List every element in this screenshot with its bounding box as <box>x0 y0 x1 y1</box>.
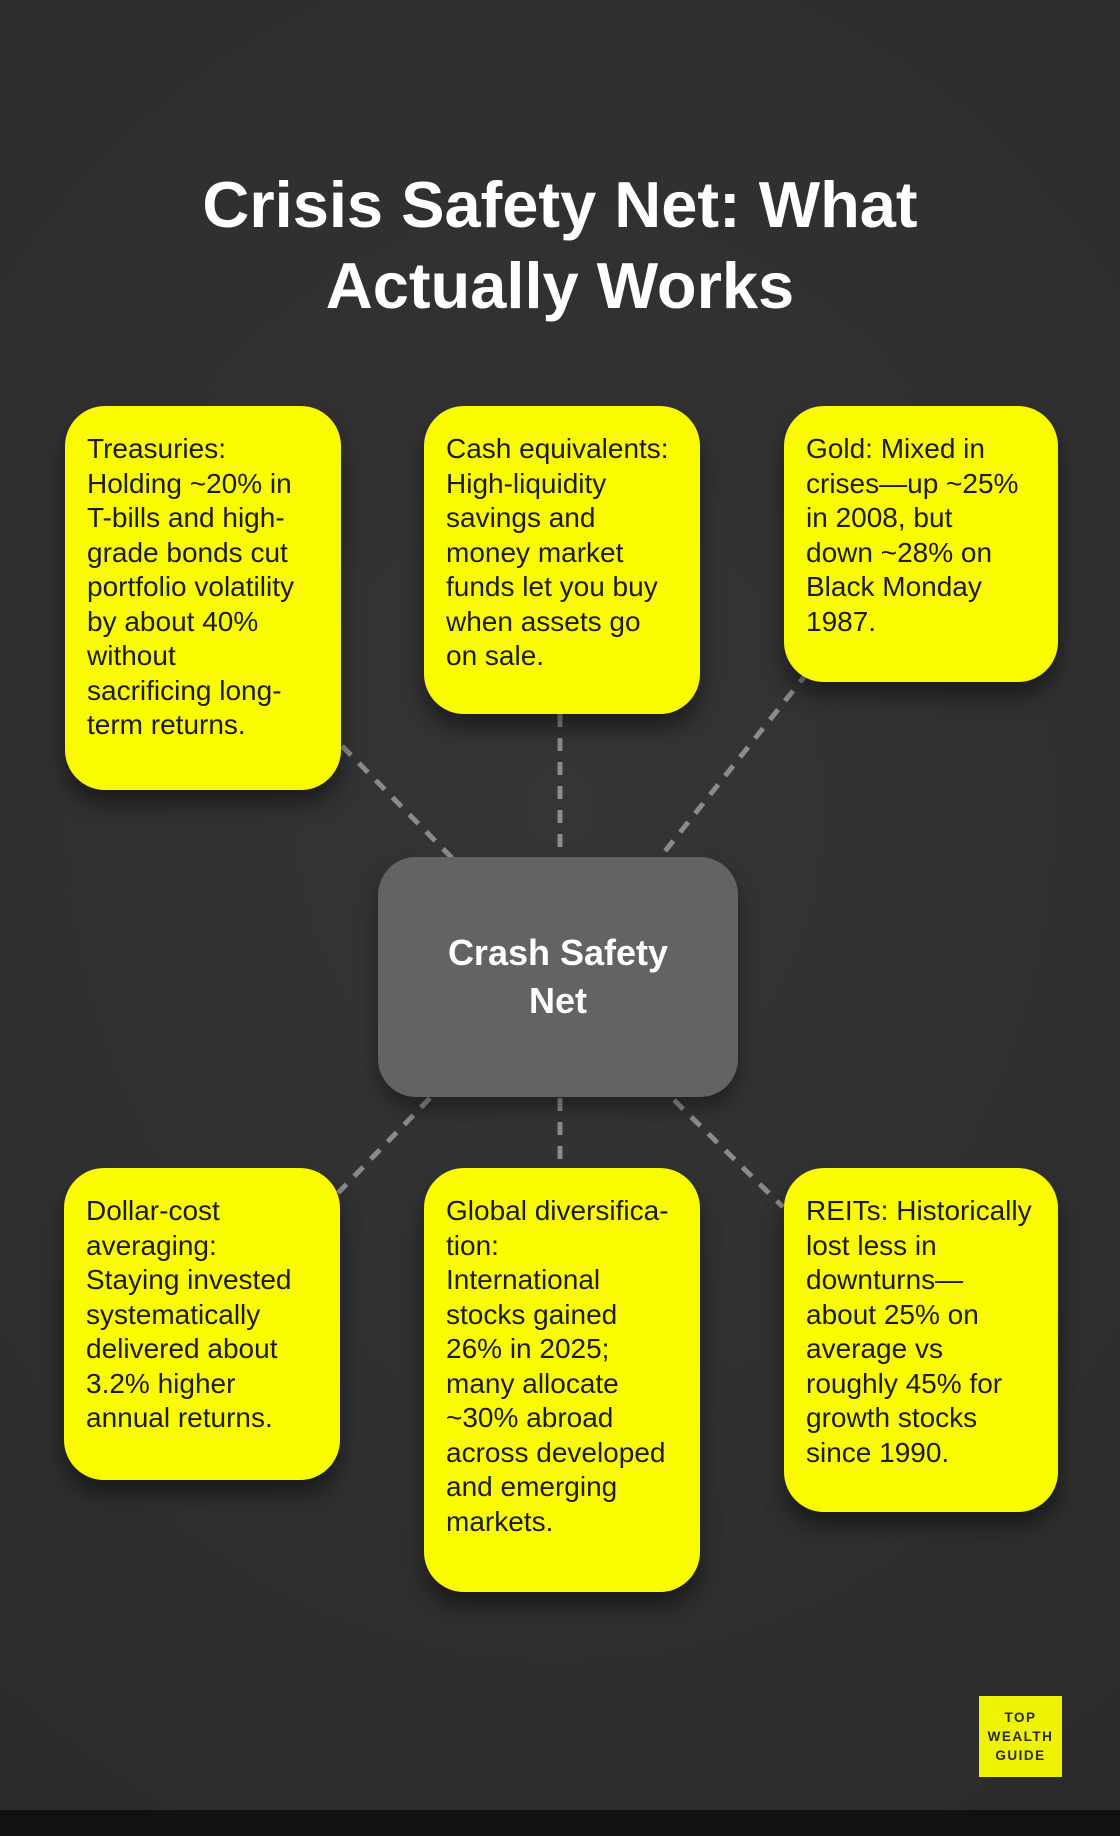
logo-line-top: TOP <box>1004 1710 1037 1725</box>
logo-line-wealth: WEALTH <box>987 1729 1054 1744</box>
connector-dollar-cost-averaging <box>336 1096 432 1195</box>
center-node-crash-safety-net: Crash Safety Net <box>378 857 738 1097</box>
card-treasuries: Treasuries: Holding ~20% in T-bills and … <box>65 406 341 790</box>
bottom-strip <box>0 1810 1120 1836</box>
card-cash-equivalents: Cash equivalents: High-liquidity savings… <box>424 406 700 714</box>
logo-line-guide: GUIDE <box>995 1748 1046 1763</box>
card-global-diversification: Global diversifica- tion: International … <box>424 1168 700 1592</box>
page-title: Crisis Safety Net: What Actually Works <box>202 167 918 322</box>
card-gold: Gold: Mixed in crises—up ~25% in 2008, b… <box>784 406 1058 682</box>
card-dollar-cost-averaging: Dollar-cost averaging: Staying invested … <box>64 1168 340 1480</box>
card-reits: REITs: Historically lost less in downtur… <box>784 1168 1058 1512</box>
top-wealth-guide-logo: TOP WEALTH GUIDE <box>979 1696 1062 1777</box>
connector-reits <box>672 1098 785 1209</box>
connector-gold <box>660 670 810 857</box>
connector-treasuries <box>340 744 454 860</box>
